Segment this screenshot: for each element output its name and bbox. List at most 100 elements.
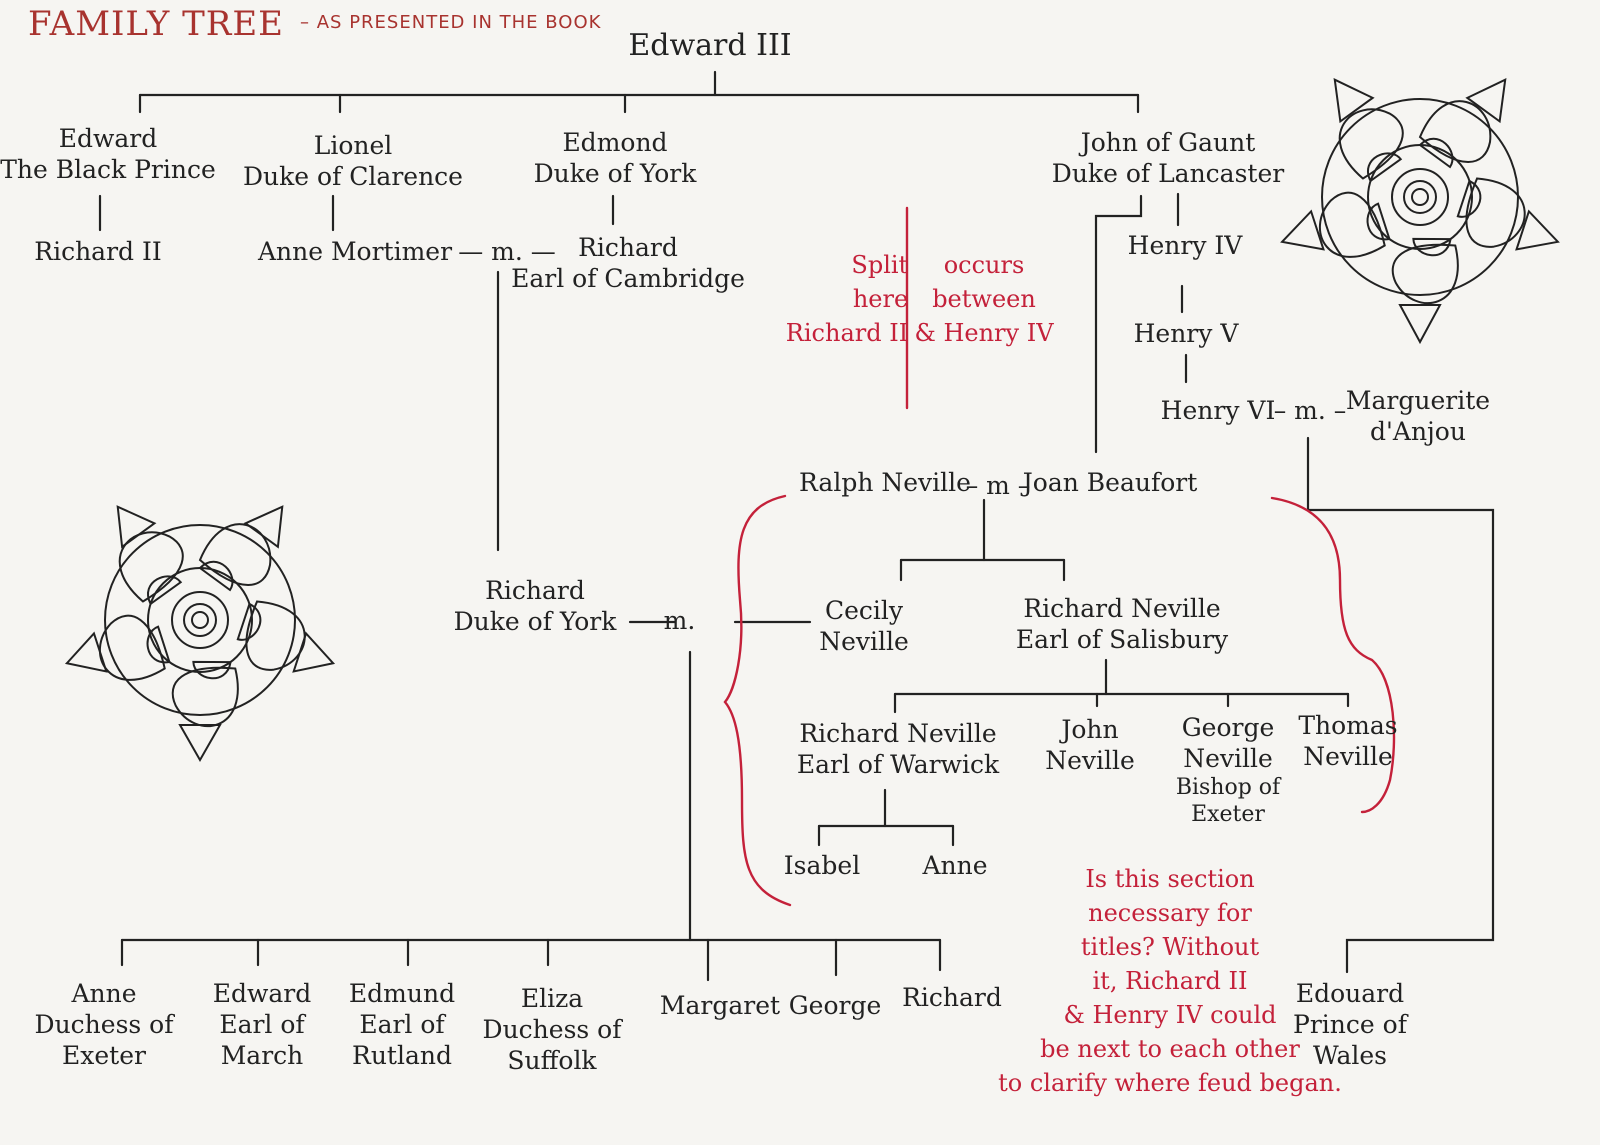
note-line: between bbox=[932, 285, 1036, 313]
page-subtitle: – AS PRESENTED IN THE BOOK bbox=[300, 12, 602, 33]
person-richard-neville-salisbury: Richard Neville Earl of Salisbury bbox=[1016, 593, 1228, 655]
name-line: Edward bbox=[58, 124, 158, 153]
tudor-rose-icon bbox=[64, 505, 336, 763]
name-line: Richard Neville bbox=[799, 719, 997, 748]
person-marguerite-d-anjou: Marguerite d'Anjou bbox=[1346, 385, 1490, 447]
name-line: George bbox=[1181, 713, 1275, 742]
person-richard-child: Richard bbox=[902, 983, 1002, 1012]
person-anne-neville: Anne bbox=[922, 851, 988, 880]
note-line: & Henry IV could bbox=[1063, 1001, 1277, 1029]
note-line: be next to each other bbox=[1040, 1035, 1300, 1063]
person-edouard-prince-of-wales: Edouard Prince of Wales bbox=[1293, 978, 1407, 1071]
note-line: to clarify where feud began. bbox=[998, 1069, 1342, 1097]
title-line: Earl of Warwick bbox=[796, 750, 1000, 779]
title-line: Earl of bbox=[219, 1010, 305, 1039]
title-line: Rutland bbox=[352, 1041, 452, 1070]
title-line: Duke of Clarence bbox=[243, 162, 463, 191]
title-line: The Black Prince bbox=[0, 155, 216, 184]
person-ralph-neville: Ralph Neville bbox=[799, 468, 971, 497]
person-edward-black-prince: Edward The Black Prince bbox=[0, 123, 216, 185]
name-line: Eliza bbox=[520, 984, 584, 1013]
person-anne-duchess-of-exeter: Anne Duchess of Exeter bbox=[35, 978, 174, 1071]
title-line: Suffolk bbox=[507, 1046, 597, 1075]
person-lionel: Lionel Duke of Clarence bbox=[243, 130, 463, 192]
title-line: Duke of York bbox=[533, 159, 697, 188]
title-line: Wales bbox=[1312, 1041, 1388, 1070]
person-george-neville: George Neville Bishop of Exeter bbox=[1176, 712, 1280, 828]
note-line: Is this section bbox=[1085, 865, 1255, 893]
note-line: Richard II bbox=[785, 319, 909, 347]
person-richard-neville-warwick: Richard Neville Earl of Warwick bbox=[797, 718, 999, 780]
person-edmund-earl-of-rutland: Edmund Earl of Rutland bbox=[349, 978, 455, 1071]
name-line: Neville bbox=[1183, 744, 1273, 773]
person-richard-ii: Richard II bbox=[34, 237, 162, 266]
title-line: d'Anjou bbox=[1370, 417, 1466, 446]
person-thomas-neville: Thomas Neville bbox=[1298, 710, 1397, 772]
name-line: Thomas bbox=[1298, 711, 1398, 740]
note-line: it, Richard II bbox=[1092, 967, 1248, 995]
annotation-brackets bbox=[723, 206, 1396, 907]
person-isabel: Isabel bbox=[783, 851, 861, 880]
tudor-rose-icon bbox=[1280, 77, 1560, 345]
name-line: John of Gaunt bbox=[1080, 128, 1256, 157]
name-line: Richard bbox=[578, 233, 678, 262]
note-line: necessary for bbox=[1088, 899, 1252, 927]
note-line: Split bbox=[851, 251, 909, 279]
marriage-mark-henry-marguerite: – m. – bbox=[1273, 396, 1347, 425]
note-section-question: Is this section necessary for titles? Wi… bbox=[998, 862, 1342, 1100]
title-line: Earl of bbox=[359, 1010, 445, 1039]
person-cecily-neville: Cecily Neville bbox=[819, 595, 909, 657]
note-line: here bbox=[852, 285, 909, 313]
title-line: Earl of Cambridge bbox=[511, 264, 745, 293]
title-line: Duchess of bbox=[34, 1010, 174, 1039]
person-henry-iv: Henry IV bbox=[1127, 231, 1243, 260]
page-subtitle-text: AS PRESENTED IN THE BOOK bbox=[316, 12, 602, 33]
marriage-mark-ralph-joan: – m – bbox=[965, 471, 1031, 500]
person-joan-beaufort: Joan Beaufort bbox=[1022, 468, 1198, 497]
name-line: Neville bbox=[1045, 746, 1135, 775]
name-line: Edmond bbox=[562, 128, 668, 157]
note-split-right: occurs between & Henry IV bbox=[914, 248, 1053, 350]
person-edward-iii: Edward III bbox=[628, 28, 792, 63]
person-margaret: Margaret bbox=[659, 991, 781, 1020]
name-line: Edouard bbox=[1295, 979, 1405, 1008]
title-line: Duke of Lancaster bbox=[1051, 159, 1285, 188]
person-john-neville: John Neville bbox=[1045, 714, 1135, 776]
name-line: Edmund bbox=[348, 979, 456, 1008]
person-john-of-gaunt: John of Gaunt Duke of Lancaster bbox=[1052, 127, 1284, 189]
title-line: Exeter bbox=[62, 1041, 146, 1070]
person-eliza-duchess-of-suffolk: Eliza Duchess of Suffolk bbox=[483, 983, 622, 1076]
person-edward-earl-of-march: Edward Earl of March bbox=[213, 978, 312, 1071]
title-line: Bishop of bbox=[1175, 775, 1281, 800]
note-line: occurs bbox=[943, 251, 1025, 279]
name-line: Lionel bbox=[313, 131, 393, 160]
title-line: Prince of bbox=[1293, 1010, 1407, 1039]
note-line: & Henry IV bbox=[914, 319, 1054, 347]
person-richard-duke-of-york: Richard Duke of York bbox=[454, 575, 617, 637]
name-line: Neville bbox=[1303, 742, 1393, 771]
note-line: titles? Without bbox=[1080, 933, 1260, 961]
person-henry-v: Henry V bbox=[1133, 319, 1239, 348]
marriage-mark-mortimer-cambridge: — m. — bbox=[458, 237, 556, 266]
title-line: Duke of York bbox=[453, 607, 617, 636]
name-line: Anne bbox=[71, 979, 137, 1008]
title-line: Exeter bbox=[1191, 802, 1265, 827]
name-line: Edward bbox=[212, 979, 312, 1008]
name-line: John bbox=[1061, 715, 1119, 744]
name-line: Richard Neville bbox=[1023, 594, 1221, 623]
person-anne-mortimer: Anne Mortimer bbox=[257, 237, 453, 266]
title-line: Earl of Salisbury bbox=[1015, 625, 1229, 654]
marriage-mark-york-cecily: — m. bbox=[630, 606, 696, 635]
name-line: Neville bbox=[819, 627, 909, 656]
person-george: George bbox=[788, 991, 882, 1020]
person-edmond: Edmond Duke of York bbox=[534, 127, 697, 189]
title-line: March bbox=[220, 1041, 304, 1070]
person-henry-vi: Henry VI bbox=[1160, 396, 1276, 425]
name-line: Richard bbox=[485, 576, 585, 605]
name-line: Marguerite bbox=[1345, 386, 1491, 415]
page-title: FAMILY TREE bbox=[28, 4, 285, 44]
note-split-left: Split here Richard II bbox=[786, 248, 908, 350]
person-richard-earl-of-cambridge: Richard Earl of Cambridge bbox=[511, 232, 745, 294]
